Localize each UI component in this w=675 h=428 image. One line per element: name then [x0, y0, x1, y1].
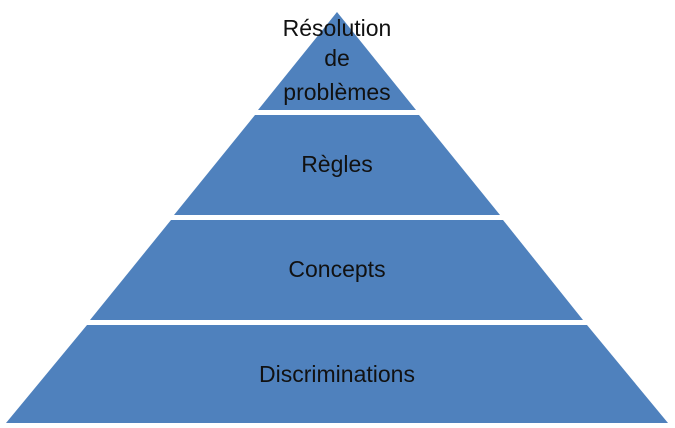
pyramid-level-concepts: [90, 220, 583, 320]
pyramid-level-rules: [174, 115, 500, 215]
pyramid-level-discriminations: [6, 325, 668, 423]
apex-label-line-1: Résolution: [283, 15, 392, 41]
concepts-label: Concepts: [288, 256, 385, 282]
apex-label-line-2: de: [324, 45, 350, 71]
rules-label: Règles: [301, 151, 373, 177]
discriminations-label: Discriminations: [259, 361, 415, 387]
pyramid-level-apex: [258, 12, 416, 110]
apex-label-line-3: problèmes: [283, 79, 390, 105]
